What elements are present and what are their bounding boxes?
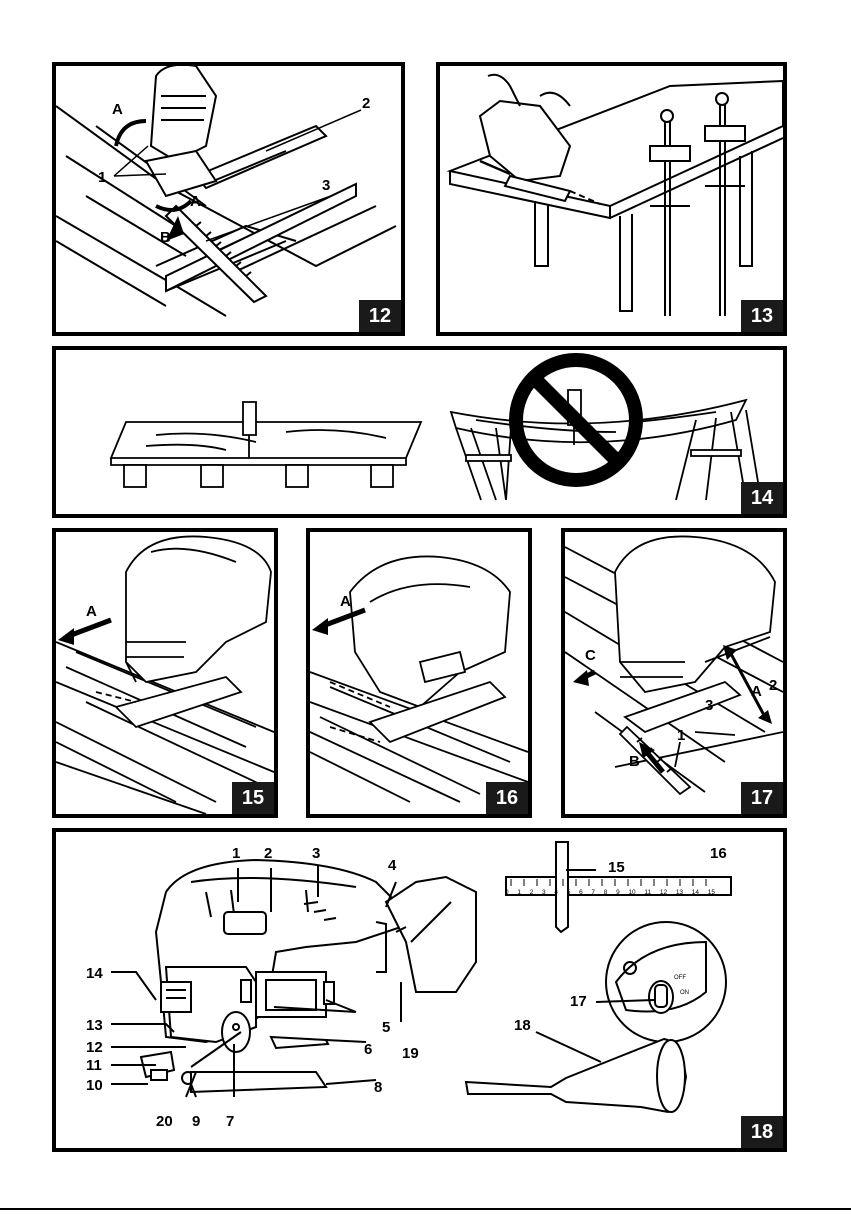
- figure-16-number: 16: [486, 782, 528, 814]
- ruler-tick-label: 0: [505, 889, 509, 899]
- part-label-11: 11: [86, 1058, 102, 1073]
- figure-15-panel: A 15: [52, 528, 278, 818]
- fig12-label-1: 1: [98, 170, 106, 185]
- fig17-label-1: 1: [677, 728, 685, 743]
- fig12-label-a-top: A: [112, 102, 123, 117]
- fig17-label-a: A: [751, 684, 762, 699]
- page-bottom-rule: [0, 1208, 851, 1210]
- part-label-4: 4: [388, 858, 396, 873]
- part-label-17: 17: [570, 994, 587, 1009]
- figure-18-number: 18: [741, 1116, 783, 1148]
- figure-13-illustration: [440, 66, 783, 332]
- ruler-tick-label: 15: [708, 889, 715, 899]
- fig17-label-2: 2: [769, 678, 777, 693]
- fig12-label-3: 3: [322, 178, 330, 193]
- fig17-label-3: 3: [705, 698, 713, 713]
- part-label-16: 16: [710, 846, 727, 861]
- part-label-20: 20: [156, 1114, 173, 1129]
- figure-17-number: 17: [741, 782, 783, 814]
- figure-15-number: 15: [232, 782, 274, 814]
- figure-13-panel: 13: [436, 62, 787, 336]
- part-label-1: 1: [232, 846, 240, 861]
- ruler-tick-label: 9: [616, 889, 620, 899]
- figure-14-illustration: [56, 350, 783, 514]
- ruler-tick-label: 1: [517, 889, 521, 899]
- ruler-tick-label: 2: [530, 889, 534, 899]
- ruler-scale: 0 1 2 3 4 5 6 7 8 9 10 11 12 13 14 15: [505, 889, 715, 899]
- figure-15-illustration: [56, 532, 274, 814]
- ruler-tick-label: 6: [579, 889, 583, 899]
- fig15-label-a: A: [86, 604, 97, 619]
- part-label-10: 10: [86, 1078, 103, 1093]
- ruler-tick-label: 3: [542, 889, 546, 899]
- figure-16-panel: A 16: [306, 528, 532, 818]
- figure-12-illustration: [56, 66, 401, 332]
- part-label-9: 9: [192, 1114, 200, 1129]
- ruler-tick-label: 13: [676, 889, 683, 899]
- figure-18-illustration: [56, 832, 783, 1148]
- fig12-label-2: 2: [362, 96, 370, 111]
- part-label-3: 3: [312, 846, 320, 861]
- part-label-13: 13: [86, 1018, 103, 1033]
- figure-17-illustration: [565, 532, 783, 814]
- fig17-label-c: C: [585, 648, 596, 663]
- switch-off-text: OFF: [674, 975, 686, 981]
- figure-16-illustration: [310, 532, 528, 814]
- switch-on-text: ON: [680, 990, 689, 996]
- figure-12-panel: A 1 A B 2 3 12: [52, 62, 405, 336]
- fig17-label-b: B: [629, 754, 640, 769]
- part-label-18: 18: [514, 1018, 531, 1033]
- part-label-12: 12: [86, 1040, 103, 1055]
- ruler-tick-label: 5: [567, 889, 571, 899]
- part-label-5: 5: [382, 1020, 390, 1035]
- ruler-tick-label: 7: [591, 889, 595, 899]
- ruler-tick-label: 11: [644, 889, 651, 899]
- fig12-label-b: B: [160, 230, 171, 245]
- part-label-6: 6: [364, 1042, 372, 1057]
- ruler-tick-label: 4: [554, 889, 558, 899]
- part-label-19: 19: [402, 1046, 419, 1061]
- ruler-tick-label: 8: [604, 889, 608, 899]
- part-label-2: 2: [264, 846, 272, 861]
- figure-12-number: 12: [359, 300, 401, 332]
- figure-14-number: 14: [741, 482, 783, 514]
- part-label-14: 14: [86, 966, 103, 981]
- fig16-label-a: A: [340, 594, 351, 609]
- figure-14-panel: 14: [52, 346, 787, 518]
- figure-17-panel: C 2 A 3 1 B 17: [561, 528, 787, 818]
- part-label-8: 8: [374, 1080, 382, 1095]
- prohibited-icon: [516, 360, 636, 480]
- figure-13-number: 13: [741, 300, 783, 332]
- part-label-7: 7: [226, 1114, 234, 1129]
- ruler-tick-label: 14: [692, 889, 699, 899]
- figure-18-panel: 0 1 2 3 4 5 6 7 8 9 10 11 12 13 14 15 OF…: [52, 828, 787, 1152]
- fig12-label-a-bottom: A: [190, 194, 201, 209]
- ruler-tick-label: 12: [660, 889, 667, 899]
- part-label-15: 15: [608, 860, 625, 875]
- ruler-tick-label: 10: [628, 889, 635, 899]
